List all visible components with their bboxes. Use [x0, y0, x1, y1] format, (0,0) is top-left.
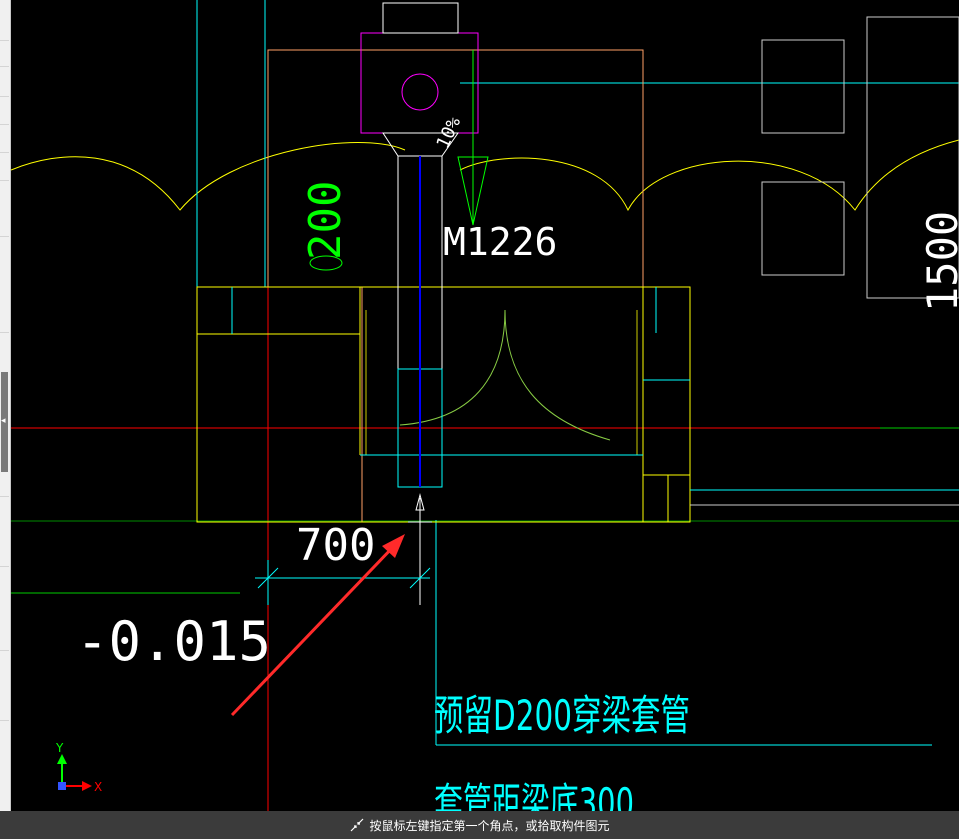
wall-block [196, 286, 361, 335]
collapse-arrow-icon[interactable]: ◂ [1, 416, 6, 426]
panel-splitter-handle[interactable] [1, 372, 8, 472]
wall-block [642, 286, 691, 523]
sleeve-annotation: 预留D200穿梁套管 [434, 691, 690, 740]
dim-1500-label: 1500 [918, 211, 959, 312]
panel-divider [0, 236, 9, 237]
panel-divider [0, 720, 9, 721]
wall-block [196, 286, 691, 523]
panel-divider [0, 152, 9, 153]
pipe-fixture-circle [401, 73, 439, 111]
window-block [761, 181, 845, 276]
markup-arrow [230, 543, 397, 717]
panel-divider [0, 96, 9, 97]
command-status-bar: 按鼠标左键指定第一个角点，或拾取构件图元 [0, 811, 959, 839]
dimension-tick [409, 567, 431, 589]
sleeve-annotation-2: 套管距梁底300 [434, 779, 634, 811]
panel-divider [0, 40, 9, 41]
panel-divider [0, 332, 9, 333]
wall-arc-line [11, 139, 959, 212]
cad-drawing[interactable]: M1226 200 1500 10% 700 -0.015 预留D200穿梁套管… [11, 0, 959, 811]
door-tag-label: M1226 [443, 220, 557, 264]
dim-200-label: 200 [300, 181, 351, 260]
left-panel-strip: ◂ [0, 0, 11, 811]
panel-divider [0, 124, 9, 125]
crosshair-arrows-icon [351, 818, 364, 832]
dim-700-label: 700 [296, 520, 375, 571]
command-prompt-text: 按鼠标左键指定第一个角点，或拾取构件图元 [369, 818, 610, 833]
room-outline [196, 286, 363, 523]
markup-arrow-head [382, 534, 405, 558]
ucs-x-label: X [94, 780, 102, 794]
elevation-label: -0.015 [76, 610, 271, 673]
panel-divider [0, 650, 9, 651]
cursor-marker [408, 493, 432, 523]
panel-divider [0, 496, 9, 497]
diameter-symbol [309, 255, 343, 271]
dimension-tick [257, 567, 279, 589]
cad-canvas[interactable]: M1226 200 1500 10% 700 -0.015 预留D200穿梁套管… [11, 0, 959, 811]
panel-divider [0, 180, 9, 181]
window-block [761, 39, 845, 134]
panel-divider [0, 66, 9, 67]
ucs-y-label: Y [55, 741, 64, 755]
pipe-fixture-top [382, 2, 459, 34]
door-swing-arc [399, 309, 611, 441]
ucs-icon [57, 754, 92, 791]
bolt-label: 10% [432, 114, 465, 152]
equipment-outline [866, 16, 959, 299]
panel-divider [0, 566, 9, 567]
